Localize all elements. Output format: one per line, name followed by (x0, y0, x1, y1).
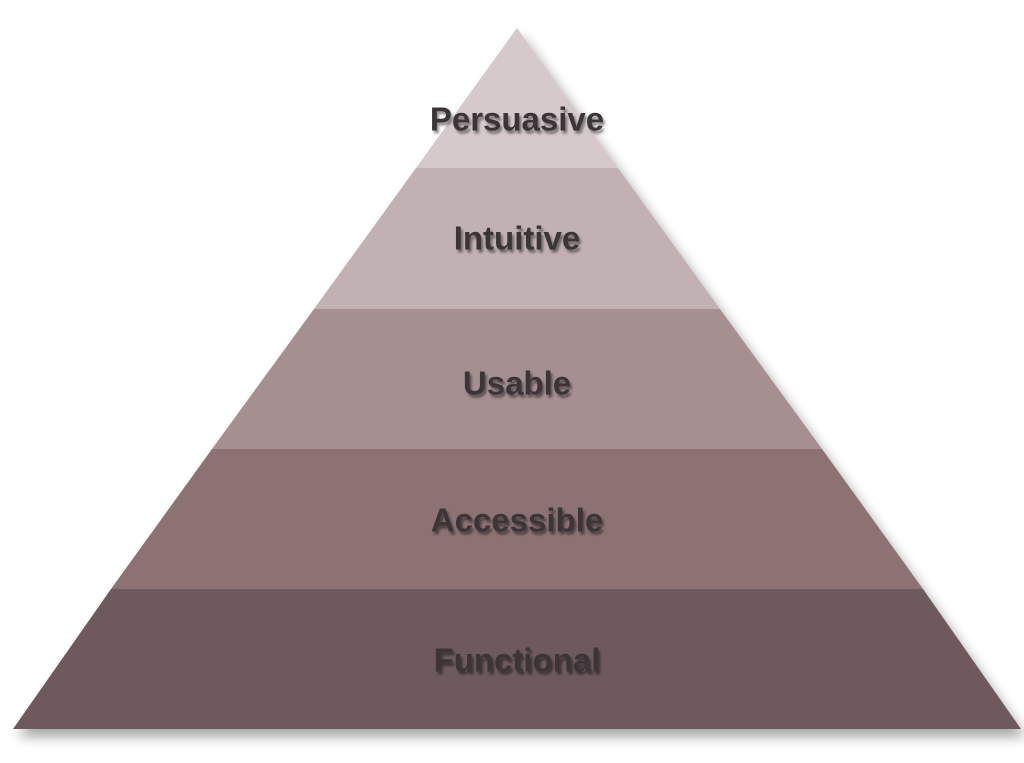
pyramid-label-functional: Functional (434, 642, 601, 679)
pyramid-label-usable: Usable (463, 365, 571, 402)
pyramid-layer-accessible (111, 449, 923, 589)
pyramid-layer-intuitive (314, 168, 720, 309)
pyramid-label-intuitive: Intuitive (454, 220, 581, 257)
pyramid-layer-persuasive (416, 28, 618, 168)
pyramid-label-persuasive: Persuasive (430, 101, 604, 138)
pyramid-layer-functional (13, 589, 1021, 729)
pyramid-label-accessible: Accessible (431, 502, 603, 539)
pyramid-layer-usable (212, 309, 822, 449)
